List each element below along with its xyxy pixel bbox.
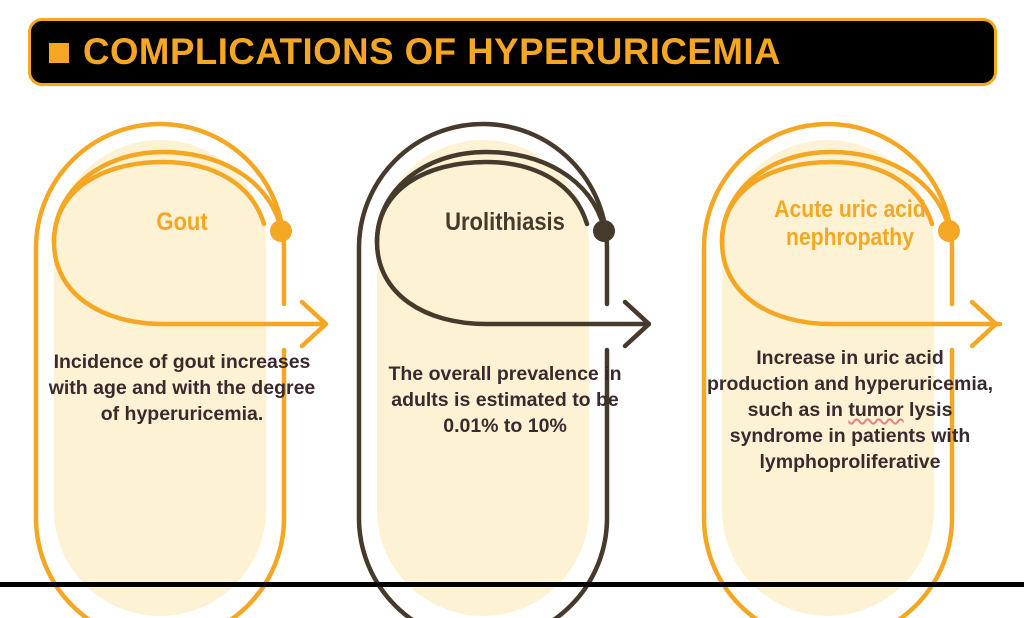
page-title: COMPLICATIONS OF HYPERURICEMIA <box>83 31 781 72</box>
bottom-black-strip <box>0 582 1024 587</box>
card-fill-shape <box>722 140 934 616</box>
card-fill-shape <box>377 140 589 616</box>
spiral-arrow-path <box>374 149 650 327</box>
card-urolithiasis-body: The overall prevalence in adults is esti… <box>388 363 622 437</box>
card-outline-top <box>356 121 610 618</box>
card-nephropathy-title: Acute uric acid nephropathy <box>774 196 926 252</box>
card-urolithiasis[interactable]: Urolithiasis The overall prevalence in a… <box>355 118 655 618</box>
body-text-pre: Increase in uric acid production and hyp… <box>706 347 994 421</box>
card-urolithiasis-title: Urolithiasis <box>445 208 565 236</box>
arrow-head-icon <box>299 299 329 349</box>
spiral-arrow-path <box>51 149 327 327</box>
card-gout-body: Incidence of gout increases with age and… <box>48 351 316 425</box>
title-arc <box>374 159 590 245</box>
card-nephropathy-graphic <box>701 121 1003 618</box>
title-arc <box>51 159 267 245</box>
card-acute-uric-acid-nephropathy[interactable]: Acute uric acid nephropathy Increase in … <box>700 118 1003 618</box>
spiral-start-dot-icon <box>593 220 615 242</box>
spiral-start-dot-icon <box>270 220 292 242</box>
card-outline-top <box>701 121 955 618</box>
body-text-post: lysis syndrome in patients with lymphopr… <box>729 398 971 473</box>
card-fill-shape <box>54 140 266 616</box>
arrow-head-icon <box>622 299 652 349</box>
square-bullet-icon <box>49 43 69 63</box>
card-outline-top <box>33 121 287 618</box>
title-arc <box>719 159 935 245</box>
spiral-start-dot-icon <box>938 220 960 242</box>
slide-title-bar: COMPLICATIONS OF HYPERURICEMIA <box>28 18 997 86</box>
spiral-arrow-path <box>719 149 1003 327</box>
cards-container: Gout Incidence of gout increases with ag… <box>33 121 1003 618</box>
arrow-head-icon <box>969 299 999 349</box>
card-nephropathy-body: Increase in uric acid production and hyp… <box>704 346 996 476</box>
misspelled-word: tumor <box>848 398 904 421</box>
card-gout-title: Gout <box>156 208 208 236</box>
slide-canvas: COMPLICATIONS OF HYPERURICEMIA Gout Inci… <box>0 18 1024 618</box>
card-urolithiasis-graphic <box>356 121 652 618</box>
card-gout[interactable]: Gout Incidence of gout increases with ag… <box>32 118 332 618</box>
card-gout-graphic <box>33 121 329 618</box>
